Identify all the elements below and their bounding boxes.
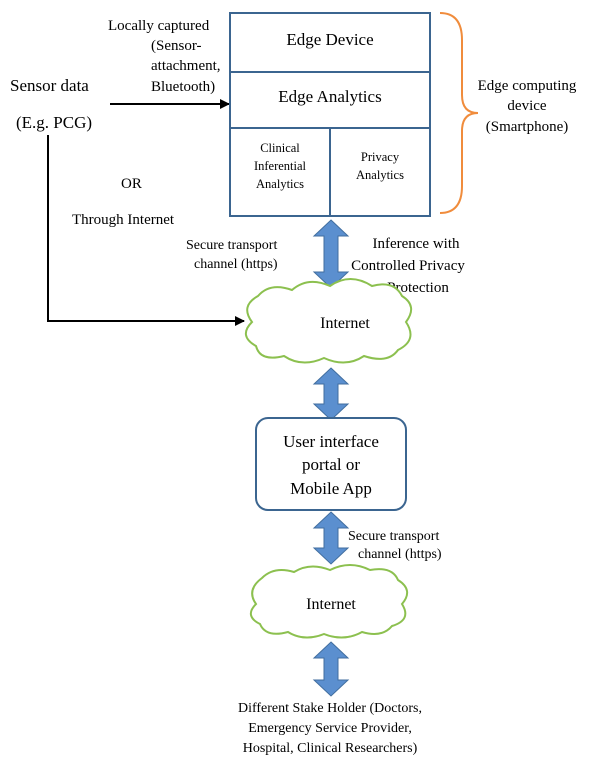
user-interface-line3: Mobile App	[290, 479, 372, 498]
user-interface-line2: portal or	[302, 455, 360, 474]
internet-stakeholder-double-arrow	[312, 641, 350, 697]
clinical-analytics-line1: Clinical	[260, 141, 300, 155]
edge-computing-label-line3: (Smartphone)	[486, 119, 568, 135]
or-label: OR	[121, 176, 142, 192]
internet-cloud-upper	[245, 278, 413, 364]
inference-line1: Inference with	[372, 236, 460, 252]
internet-cloud-lower	[249, 564, 409, 639]
user-interface-box	[255, 417, 407, 511]
edge-internet-double-arrow	[312, 219, 350, 289]
edge-computing-label-line2: device	[507, 98, 546, 114]
local-capture-method-3: Bluetooth)	[151, 79, 215, 95]
through-internet-label: Through Internet	[72, 212, 175, 228]
internet-upper-label: Internet	[320, 315, 370, 332]
secure-transport-lower-line2: channel (https)	[358, 547, 442, 562]
internet-ui-double-arrow	[312, 367, 350, 421]
ui-internet-double-arrow	[312, 511, 350, 565]
inference-line3: Protection	[387, 280, 449, 296]
privacy-analytics-line1: Privacy	[361, 150, 400, 164]
privacy-analytics-line2: Analytics	[356, 168, 404, 182]
secure-transport-upper-line2: channel (https)	[194, 257, 278, 272]
edge-computing-brace	[439, 12, 479, 214]
clinical-analytics-line3: Analytics	[256, 177, 304, 191]
clinical-analytics-line2: Inferential	[254, 159, 307, 173]
stakeholders-line1: Different Stake Holder (Doctors,	[238, 701, 422, 716]
internet-lower-label: Internet	[306, 596, 356, 613]
edge-computing-label-line1: Edge computing	[478, 78, 577, 94]
edge-device-box	[229, 12, 431, 217]
stakeholders-line3: Hospital, Clinical Researchers)	[243, 741, 418, 756]
local-capture-method-1: (Sensor-	[151, 38, 202, 54]
user-interface-line1: User interface	[283, 432, 379, 451]
local-capture-label: Locally captured	[108, 18, 210, 34]
edge-analytics-title: Edge Analytics	[278, 87, 381, 106]
secure-transport-lower-line1: Secure transport	[348, 529, 439, 544]
internet-path-line	[47, 135, 245, 326]
stakeholders-line2: Emergency Service Provider,	[248, 721, 412, 736]
sensor-example-label: (E.g. PCG)	[16, 113, 92, 132]
secure-transport-upper-line1: Secure transport	[186, 238, 277, 253]
edge-device-title: Edge Device	[286, 30, 373, 49]
local-capture-method-2: attachment,	[151, 58, 221, 74]
sensor-data-label: Sensor data	[10, 76, 89, 95]
inference-line2: Controlled Privacy	[351, 258, 465, 274]
